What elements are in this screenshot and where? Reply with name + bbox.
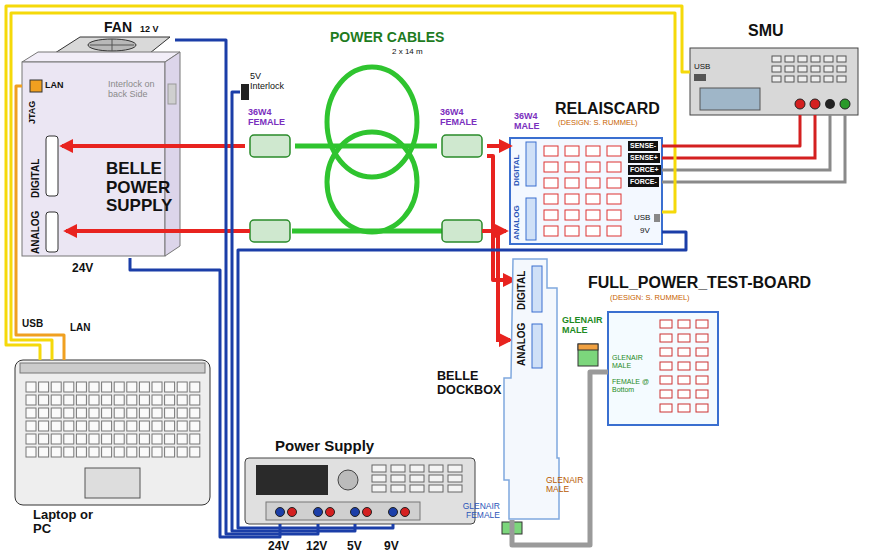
cable-connector: 36W4 FEMALE: [245, 108, 295, 160]
node-title: DIGITAL: [516, 271, 527, 310]
sense-wire: [662, 115, 800, 146]
interlock-connector: 5V Interlock: [240, 70, 294, 106]
lan-cable: [16, 86, 64, 360]
connector-label: GLENAIR MALE: [562, 316, 606, 336]
power-cable: [295, 144, 437, 149]
terminal-label: FORCE-: [628, 177, 659, 187]
dimension-label: 2 x 14 m: [392, 48, 423, 57]
node-title: 5V Interlock: [250, 72, 294, 92]
cable-label: POWER CABLES: [330, 30, 444, 45]
connector-label: GLENAIR FEMALE: [448, 502, 500, 521]
node-title: Laptop or PC: [33, 508, 97, 537]
cable-connector: 36W4 FEMALE: [437, 108, 487, 160]
relais-card: [510, 138, 662, 244]
analog-port: ANALOG: [514, 322, 548, 370]
voltage-label: 9V: [384, 540, 399, 552]
port-label: USB: [694, 63, 710, 72]
supply-wire: [175, 40, 318, 534]
port-label: LAN: [45, 81, 64, 91]
node-title: ANALOG: [516, 323, 527, 366]
voltage-label: 24V: [268, 540, 289, 552]
note-label: Interlock on back Side: [108, 80, 162, 100]
signal-arrow: [62, 144, 245, 148]
node-subtitle: (DESIGN: S. RUMMEL): [558, 119, 638, 127]
port-label: JTAG: [28, 101, 38, 124]
node-title: DIGITAL: [30, 159, 41, 198]
voltage-label: 12V: [306, 540, 327, 552]
port-label: LAN: [70, 322, 91, 333]
power-cable-coils: [292, 67, 442, 232]
lab-power-supply: [245, 458, 475, 524]
node-title: BELLE DOCKBOX: [437, 370, 501, 398]
terminal-label: SENSE+: [628, 153, 660, 163]
analog-port: ANALOG: [28, 208, 62, 256]
connector-label: 36W4 MALE: [514, 112, 550, 132]
voltage-label: 24V: [72, 262, 93, 274]
node-title: FAN: [104, 20, 132, 35]
node-title: SMU: [748, 22, 784, 40]
usb-cable: [6, 6, 690, 360]
usb-cable: [11, 13, 675, 360]
smu-instrument: [690, 48, 858, 115]
connector-label: GLENAIR MALE: [546, 476, 586, 495]
port-label: ANALOG: [513, 205, 522, 240]
node-subtitle: 12 V: [140, 25, 159, 35]
terminal-label: FORCE+: [628, 165, 661, 175]
supply-wire: [130, 258, 280, 537]
supply-wire: [232, 92, 355, 531]
fan-drawing: [55, 37, 170, 53]
node-title: ANALOG: [30, 211, 41, 254]
laptop-drawing: [15, 360, 210, 505]
sense-force-wires: [662, 115, 845, 182]
port-label: DIGITAL: [513, 155, 522, 186]
lab-supply: Power Supply: [245, 458, 475, 524]
interlock-plug: [241, 84, 249, 100]
smu-unit: SMU: [690, 48, 858, 115]
node-title: Power Supply: [275, 438, 374, 455]
port-label: USB: [22, 318, 43, 329]
fan-unit: FAN 12 V: [40, 20, 175, 54]
digital-port: DIGITAL: [514, 264, 548, 314]
power-supply-housing: [22, 52, 180, 256]
digital-port: DIGITAL: [28, 128, 62, 202]
test-board: [608, 312, 718, 425]
node-subtitle: (DESIGN: S. RUMMEL): [610, 294, 690, 302]
node-title: BELLE POWER SUPPLY: [106, 160, 218, 216]
connector-label: FEMALE @ Bottom: [612, 378, 656, 393]
signal-arrow: [487, 156, 514, 280]
computer: Laptop or PC: [15, 360, 210, 505]
port-label: USB: [634, 214, 650, 223]
dsub-connectors: [250, 135, 482, 242]
node-title: FULL_POWER_TEST-BOARD: [588, 274, 811, 292]
connector-label: GLENAIR MALE: [612, 354, 656, 369]
red-signal-arrows: [66, 231, 510, 340]
voltage-label: 5V: [347, 540, 362, 552]
node-title: 36W4 FEMALE: [248, 108, 294, 128]
signal-arrow: [487, 144, 510, 148]
node-title: 36W4 FEMALE: [440, 108, 486, 128]
node-title: RELAISCARD: [555, 100, 660, 118]
terminal-label: SENSE-: [628, 141, 658, 151]
voltage-label: 9V: [640, 227, 650, 236]
